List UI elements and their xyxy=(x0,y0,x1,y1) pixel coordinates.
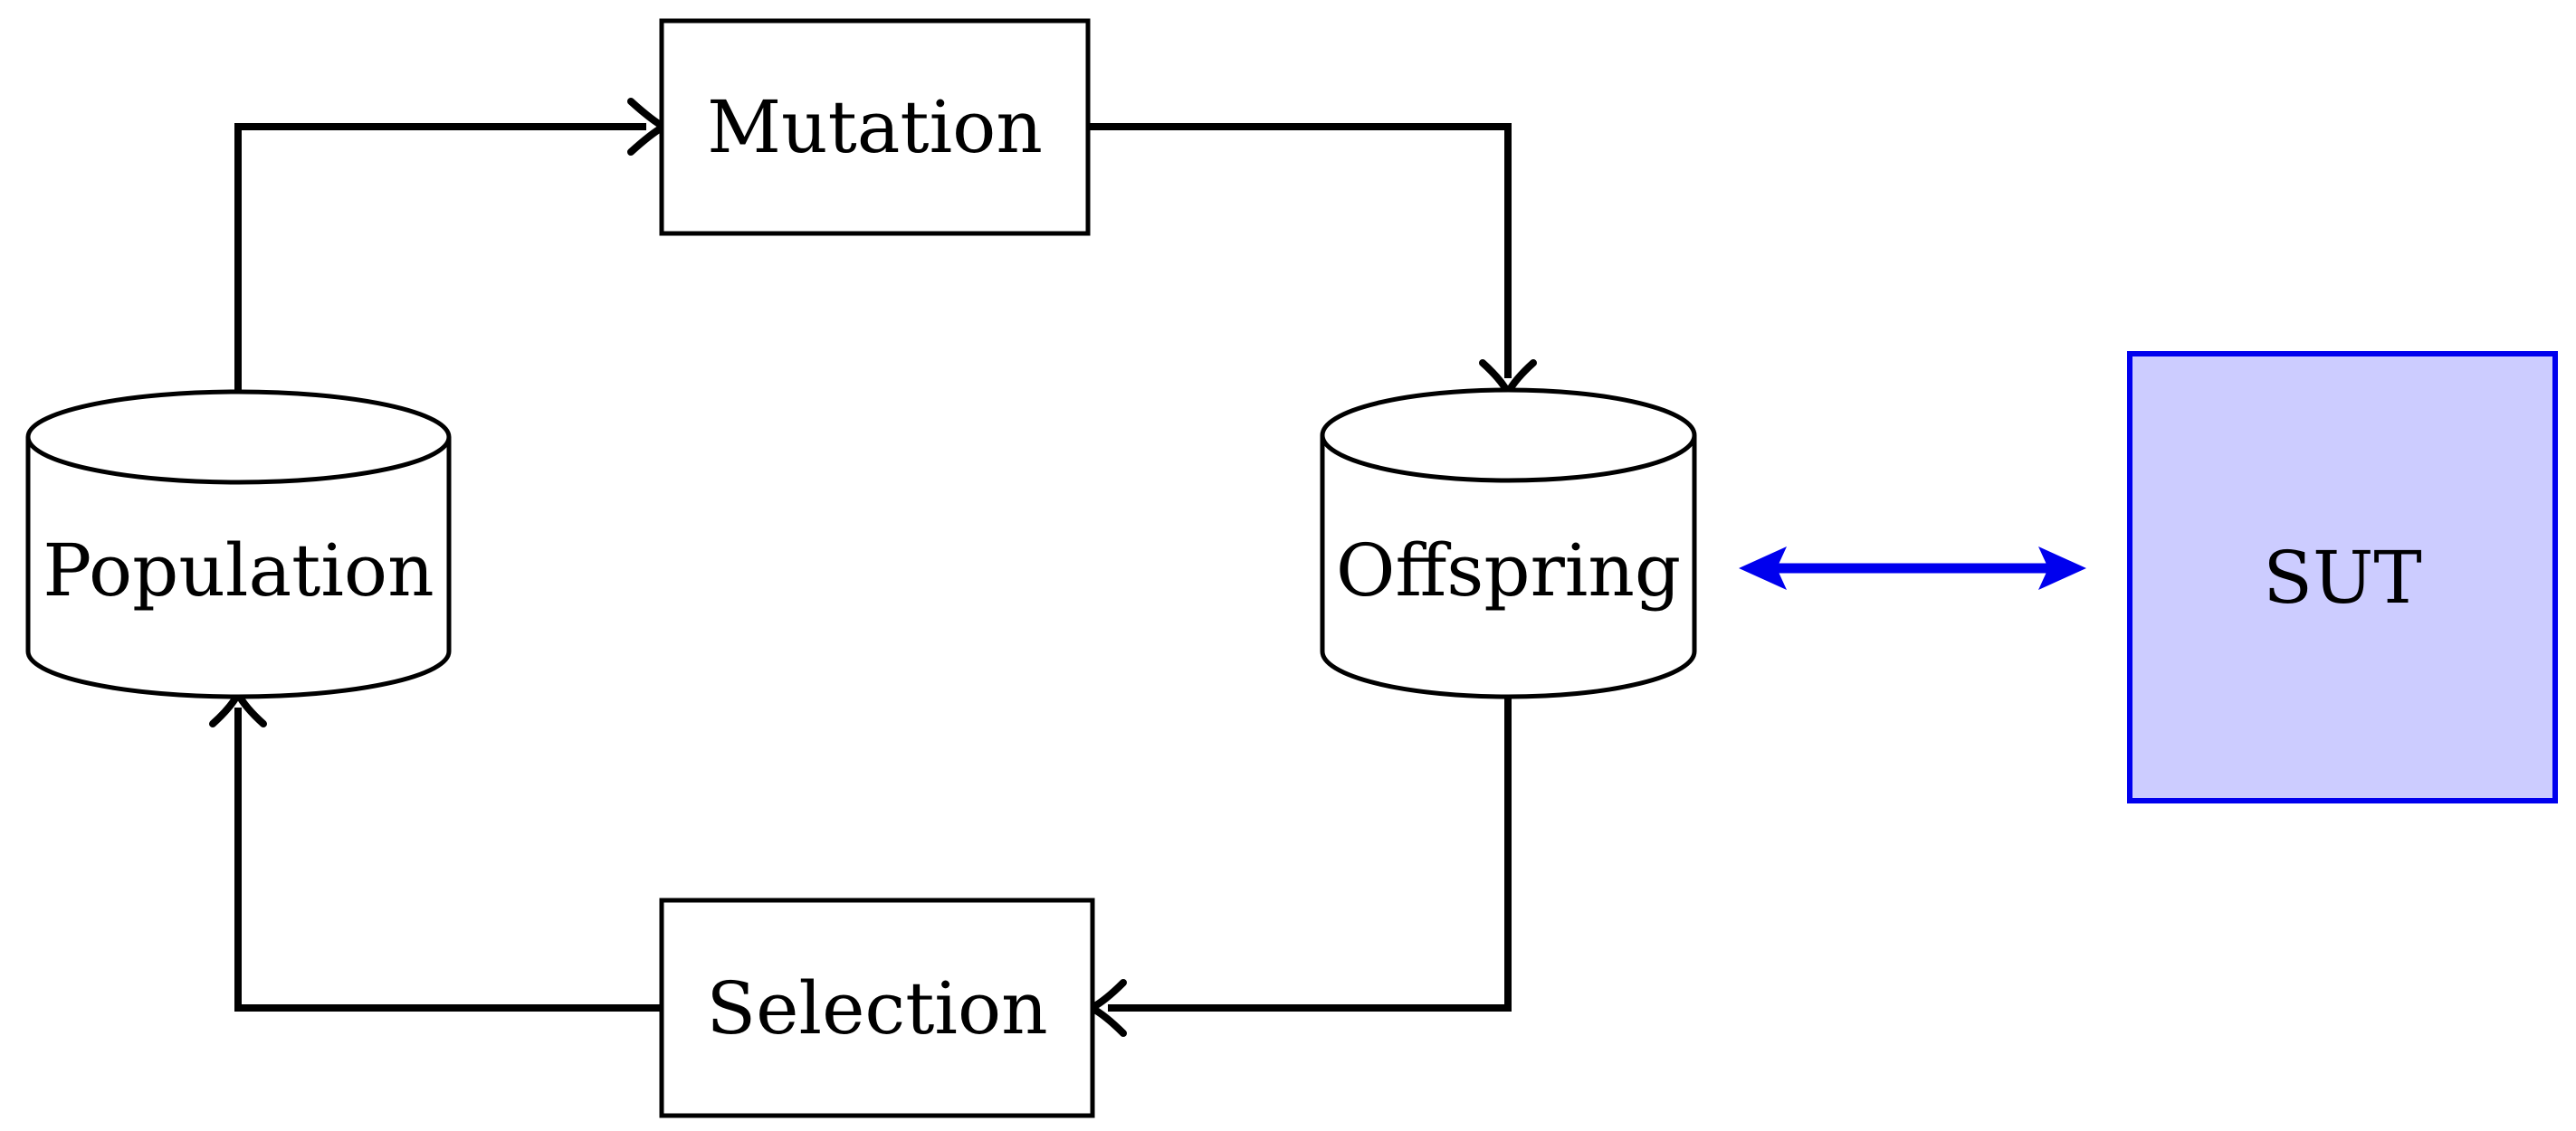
mutation-box xyxy=(659,18,1091,236)
arrowhead-right-blue-icon xyxy=(2038,546,2086,590)
offspring-cylinder-body xyxy=(1320,435,1697,699)
population-cylinder-top xyxy=(25,389,452,485)
selection-box xyxy=(659,898,1095,1118)
edge-population-to-mutation xyxy=(234,123,646,398)
population-cylinder-body xyxy=(25,437,452,699)
sut-box xyxy=(2127,351,2558,803)
arrowhead-left-blue-icon xyxy=(1739,546,1787,590)
edge-selection-to-population xyxy=(234,708,662,1012)
edge-mutation-to-offspring xyxy=(1088,123,1512,378)
offspring-cylinder-top xyxy=(1320,387,1697,483)
edge-offspring-to-selection xyxy=(1108,692,1512,1012)
